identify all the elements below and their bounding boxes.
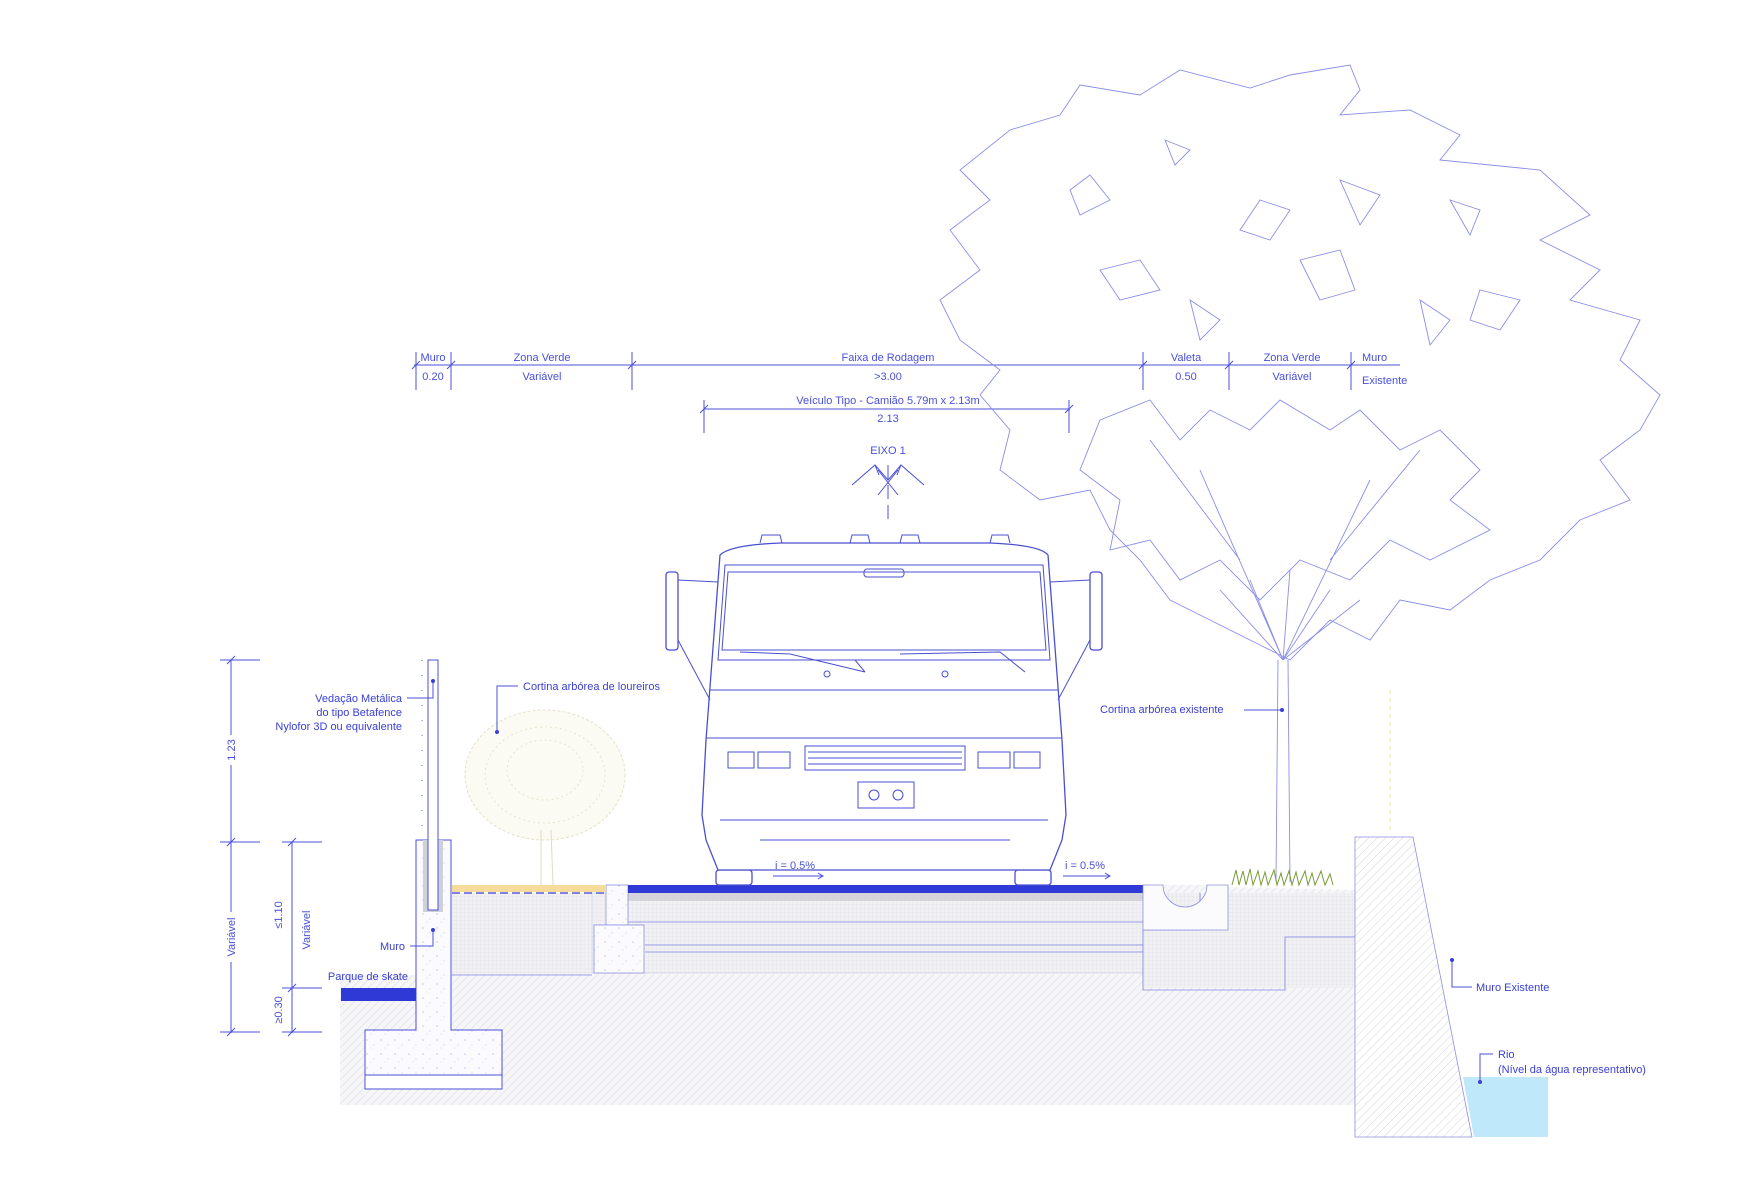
fence-height: 1.23 (226, 739, 238, 760)
retaining-wall-left (341, 659, 503, 1090)
dim-value-valeta: 0.50 (1175, 371, 1196, 383)
fence-note-2: do tipo Betafence (316, 707, 402, 719)
dim-value-muro-existente: Existente (1362, 375, 1407, 387)
dim-value-muro: 0.20 (422, 371, 443, 383)
axis-label: EIXO 1 (870, 445, 905, 457)
laurels-note: Cortina arbórea de loureiros (523, 681, 660, 693)
laurel-tree (464, 709, 626, 886)
dimension-left: 1.23 Variável ≤1.10 Variável ≥0.30 (220, 655, 322, 1037)
wall-min: ≥0.30 (273, 996, 285, 1023)
river-note: Rio (1498, 1049, 1515, 1061)
wall-note: Muro (380, 941, 405, 953)
ground-section (340, 868, 1355, 1105)
wall-max: ≤1.10 (273, 901, 285, 928)
skate-park-surface (341, 988, 416, 1001)
truck (665, 534, 1103, 886)
metal-fence (427, 659, 439, 911)
dimension-chain-top: Muro 0.20 Zona Verde Variável Faixa de R… (411, 352, 1407, 390)
dim-label-zona-verde: Zona Verde (514, 352, 571, 364)
river-level-note: (Nível da água representativo) (1498, 1064, 1646, 1076)
vehicle-width: 2.13 (877, 413, 898, 425)
existing-wall-note: Muro Existente (1476, 982, 1549, 994)
existing-wall (1354, 836, 1548, 1138)
slope-left: i = 0.5% (775, 860, 815, 872)
existing-tree (939, 64, 1661, 883)
sand-layer (452, 885, 606, 892)
wall-variable: Variável (301, 911, 313, 950)
dim-label-faixa: Faixa de Rodagem (842, 352, 935, 364)
axis-marker: EIXO 1 (851, 445, 925, 524)
dim-value-zona-verde-2: Variável (1273, 371, 1312, 383)
dim-value-faixa: >3.00 (874, 371, 902, 383)
dim-label-valeta: Valeta (1171, 352, 1202, 364)
vehicle-label: Veículo Tipo - Camião 5.79m x 2.13m (796, 395, 979, 407)
dimension-vehicle: Veículo Tipo - Camião 5.79m x 2.13m 2.13 (699, 395, 1074, 433)
total-height: Variável (226, 918, 238, 957)
fence-note-1: Vedação Metálica (315, 693, 403, 705)
fence-note-3: Nylofor 3D ou equivalente (275, 721, 402, 733)
grass (1231, 868, 1334, 887)
river-water (1463, 1077, 1548, 1137)
dim-value-zona-verde: Variável (523, 371, 562, 383)
dim-label-muro-existente: Muro (1362, 352, 1387, 364)
existing-trees-note: Cortina arbórea existente (1100, 704, 1224, 716)
asphalt-layer (628, 885, 1143, 893)
slope-indicators: i = 0.5% i = 0.5% (773, 860, 1111, 880)
dim-label-zona-verde-2: Zona Verde (1264, 352, 1321, 364)
slope-right: i = 0.5% (1065, 860, 1105, 872)
dim-label-muro: Muro (420, 352, 445, 364)
skate-note: Parque de skate (328, 971, 408, 983)
annotations: Vedação Metálica do tipo Betafence Nylof… (275, 679, 1646, 1084)
valeta (1142, 884, 1229, 931)
